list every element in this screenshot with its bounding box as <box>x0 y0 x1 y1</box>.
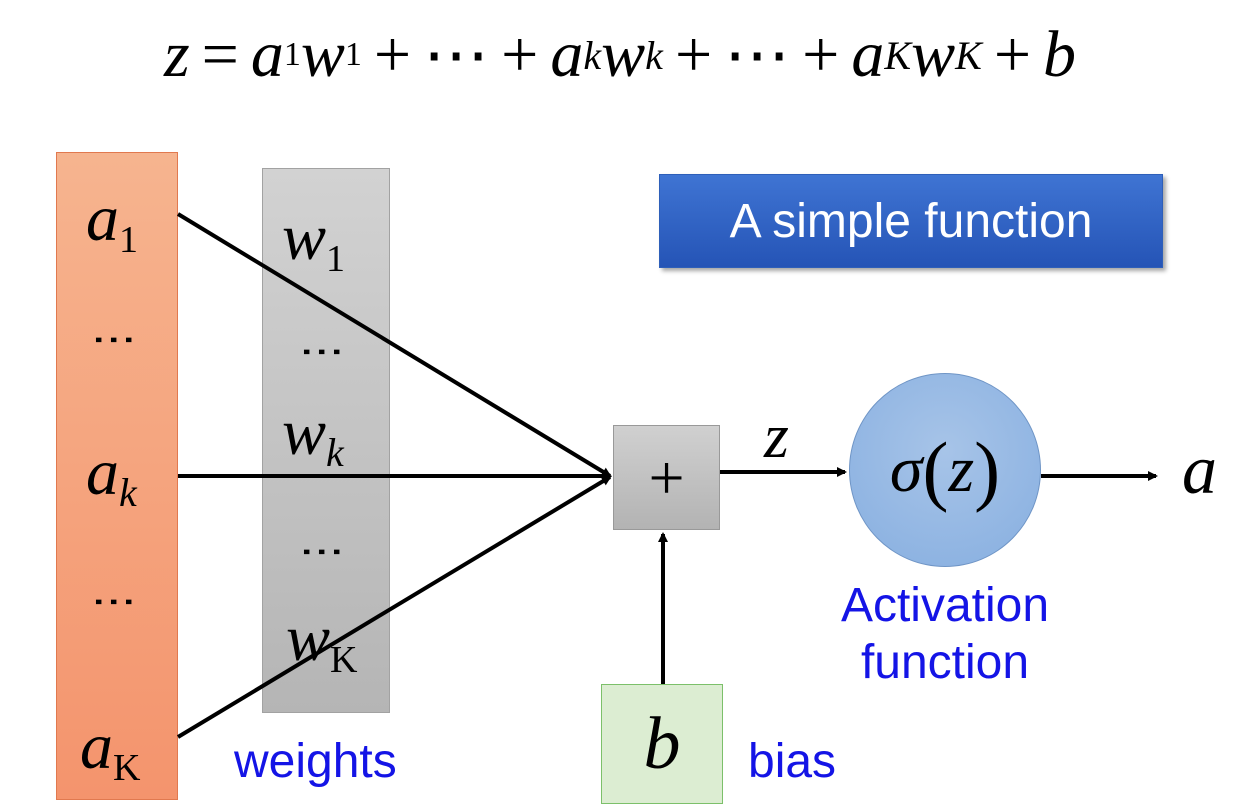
input-ak-symbol: a <box>86 436 119 509</box>
input-aK: aK <box>80 714 141 789</box>
bias-symbol: b <box>643 702 681 785</box>
weight-wk-subscript: k <box>326 430 344 475</box>
weight-wk: wk <box>282 400 344 473</box>
activation-open-paren: ( <box>922 426 949 513</box>
eq-wK-sub: K <box>955 32 982 78</box>
activation-label: Activation function <box>814 578 1076 691</box>
weight-wK-subscript: K <box>330 639 358 681</box>
inputs-box <box>56 152 178 800</box>
input-ak-subscript: k <box>119 470 137 515</box>
weight-dots-upper: ⋮ <box>297 330 348 370</box>
activation-label-line1: Activation <box>840 579 1050 632</box>
weight-wK-symbol: w <box>286 602 331 675</box>
bias-label: bias <box>748 735 837 788</box>
weight-dots-lower: ⋮ <box>297 530 348 570</box>
eq-wK: w <box>911 18 956 91</box>
arrow-a1-to-sum <box>176 212 612 478</box>
input-aK-subscript: K <box>113 747 141 789</box>
input-dots-upper: ⋮ <box>89 318 140 358</box>
eq-plus-3: + <box>674 18 713 91</box>
activation-node: σ ( z ) <box>849 373 1041 567</box>
eq-a1-sub: 1 <box>283 36 301 73</box>
weights-label: weights <box>234 735 397 788</box>
sum-symbol: + <box>648 441 685 513</box>
input-dots-lower: ⋮ <box>89 580 140 620</box>
weight-w1-symbol: w <box>282 201 327 274</box>
eq-z: z <box>163 18 190 91</box>
input-a1-subscript: 1 <box>119 219 138 261</box>
activation-close-paren: ) <box>974 426 1001 513</box>
eq-plus-1: + <box>373 18 412 91</box>
eq-w1: w <box>300 18 345 91</box>
weight-wk-symbol: w <box>282 396 327 469</box>
input-a1: a1 <box>86 186 138 261</box>
activation-arg: z <box>948 433 975 506</box>
eq-a1: a <box>250 18 284 91</box>
eq-cdots-2: ⋯ <box>724 19 791 92</box>
sum-node: + <box>613 425 720 530</box>
z-label: z <box>764 400 789 471</box>
activation-label-line2: function <box>860 635 1030 689</box>
eq-plus-2: + <box>501 18 539 91</box>
eq-wk-sub: k <box>645 32 663 78</box>
output-label: a <box>1182 432 1217 509</box>
activation-sigma: σ <box>889 433 923 506</box>
weight-wK: wK <box>286 606 358 681</box>
input-aK-symbol: a <box>80 710 113 783</box>
eq-aK-sub: K <box>884 32 912 78</box>
title-banner: A simple function <box>659 174 1163 268</box>
eq-plus-4: + <box>802 18 840 91</box>
eq-plus-5: + <box>993 18 1032 91</box>
title-text: A simple function <box>729 194 1093 248</box>
weight-w1: w1 <box>282 205 346 280</box>
eq-wk: w <box>601 18 646 91</box>
bias-node: b <box>601 684 723 804</box>
eq-aK: a <box>851 18 885 91</box>
eq-ak-sub: k <box>583 32 602 78</box>
eq-cdots-1: ⋯ <box>423 19 490 92</box>
input-ak: ak <box>86 440 137 513</box>
weight-w1-subscript: 1 <box>326 238 346 280</box>
eq-w1-sub: 1 <box>344 36 362 73</box>
eq-b: b <box>1043 18 1077 91</box>
eq-equals: = <box>201 18 239 91</box>
input-a1-symbol: a <box>86 182 119 255</box>
eq-ak: a <box>550 18 584 91</box>
arrow-aK-to-sum <box>176 475 612 739</box>
